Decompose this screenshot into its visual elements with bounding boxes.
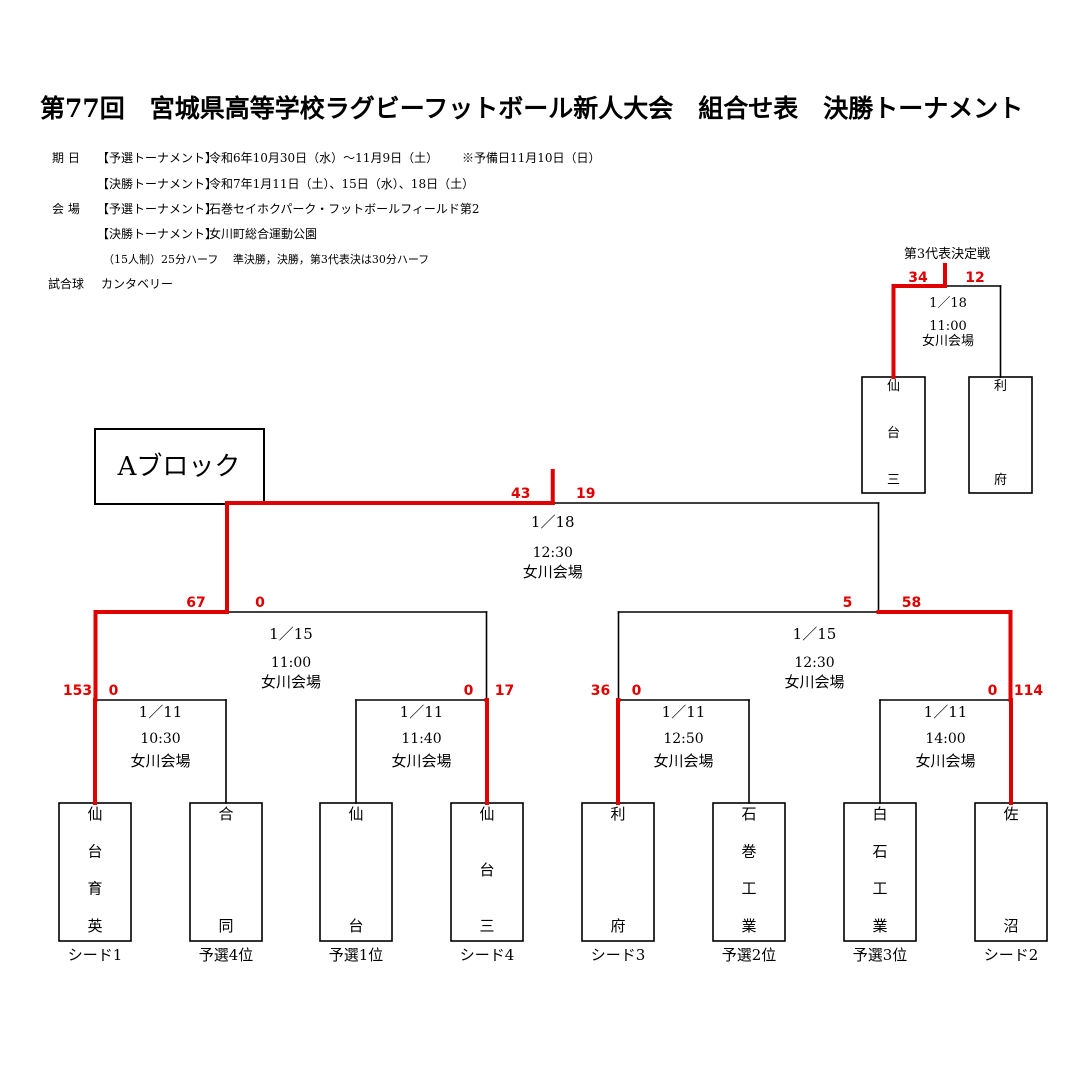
match-date: 1／18 [929, 296, 967, 311]
final-label-2: 【決勝トーナメント】 [97, 226, 217, 241]
team-name-char: 台 [348, 917, 363, 935]
period-prelim: 令和6年10月30日（水）～11月9日（土） [209, 150, 438, 165]
team-seed: シード1 [68, 946, 123, 964]
team-name-char: 沼 [1003, 917, 1018, 935]
team-name-char: 三 [479, 917, 494, 935]
team-name-char: 石 [872, 842, 887, 860]
score-left: 34 [908, 270, 928, 286]
team-name-char: 工 [872, 880, 887, 898]
venue-label: 会 場 [52, 202, 80, 216]
winner-path-lines [93, 263, 1013, 805]
score-left: 67 [186, 595, 205, 611]
third-place-label: 第3代表決定戦 [904, 247, 990, 262]
team-seed: 予選4位 [199, 946, 254, 964]
match-date: 1／11 [139, 703, 183, 721]
team-seed: シード3 [591, 946, 646, 964]
score-left: 43 [511, 486, 530, 502]
team-name-char: 仙 [348, 805, 363, 823]
score-left: 36 [591, 683, 610, 699]
team-name-char: 合 [218, 805, 233, 823]
match-date: 1／11 [400, 703, 444, 721]
team-name-char: 仙 [479, 805, 494, 823]
match-date: 1／15 [269, 625, 313, 643]
score-right: 12 [965, 270, 984, 286]
team-seed: 予選1位 [329, 946, 384, 964]
match-date: 1／11 [924, 703, 968, 721]
team-seed: 予選2位 [722, 946, 777, 964]
score-left: 0 [464, 683, 474, 699]
team-name-char: 府 [994, 473, 1007, 488]
match-venue: 女川会場 [922, 333, 974, 349]
team-name-char: 業 [741, 917, 756, 935]
venue-prelim: 石巻セイホクパーク・フットボールフィールド第2 [209, 202, 480, 216]
match-time: 10:30 [140, 731, 180, 747]
team-name-char: 利 [994, 379, 1007, 394]
team-name-char: 佐 [1003, 805, 1018, 823]
prelim-label-1: 【予選トーナメント】 [97, 151, 217, 165]
match-time: 12:30 [533, 545, 573, 561]
score-right: 0 [255, 595, 265, 611]
match-venue: 女川会場 [261, 673, 321, 691]
page-title: 第77回 宮城県高等学校ラグビーフットボール新人大会 組合せ表 決勝トーナメント [40, 94, 1023, 123]
match-time: 12:30 [794, 655, 834, 671]
period-final: 令和7年1月11日（土）、15日（水）、18日（土） [209, 176, 474, 191]
team-name-char: 英 [87, 917, 102, 935]
team-seed: 予選3位 [853, 946, 908, 964]
reserve-day: ※予備日11月10日（日） [462, 150, 601, 165]
team-name-char: 台 [479, 861, 494, 879]
team-name-char: 台 [887, 426, 900, 441]
match-rules: （15人制）25分ハーフ 準決勝，決勝，第3代表決は30分ハーフ [103, 252, 429, 266]
match-venue: 女川会場 [915, 752, 975, 770]
prelim-label-2: 【予選トーナメント】 [97, 202, 217, 216]
score-right: 0 [632, 683, 642, 699]
venue-final: 女川町総合運動公園 [209, 226, 317, 241]
team-name-char: 仙 [887, 379, 900, 394]
final-label-1: 【決勝トーナメント】 [97, 176, 217, 191]
score-right: 114 [1014, 683, 1043, 699]
team-name-char: 業 [872, 917, 887, 935]
score-left: 0 [988, 683, 998, 699]
ball-name: カンタベリー [101, 277, 173, 291]
ball-label: 試合球 [48, 276, 84, 291]
bracket-text: 仙台育英シード1合同予選4位仙台予選1位仙台三シード4利府シード3石巻工業予選2… [63, 247, 1043, 964]
team-name-char: 仙 [87, 805, 102, 823]
match-time: 11:00 [271, 655, 311, 671]
team-name-char: 利 [610, 805, 625, 823]
match-venue: 女川会場 [653, 752, 713, 770]
score-left: 153 [63, 683, 92, 699]
match-venue: 女川会場 [391, 752, 451, 770]
period-label: 期 日 [52, 151, 80, 165]
match-time: 14:00 [925, 731, 965, 747]
match-time: 12:50 [663, 731, 703, 747]
score-right: 58 [902, 595, 921, 611]
team-name-char: 三 [887, 473, 900, 488]
team-name-char: 白 [872, 805, 887, 823]
team-name-char: 石 [741, 805, 756, 823]
team-seed: シード2 [984, 946, 1039, 964]
match-time: 11:00 [929, 319, 966, 334]
match-time: 11:40 [401, 731, 441, 747]
match-venue: 女川会場 [784, 673, 844, 691]
team-name-char: 巻 [741, 842, 756, 860]
match-venue: 女川会場 [523, 563, 583, 581]
score-right: 19 [576, 486, 595, 502]
match-date: 1／15 [793, 625, 837, 643]
match-venue: 女川会場 [130, 752, 190, 770]
block-label-box [94, 428, 265, 505]
team-name-char: 府 [610, 917, 625, 935]
match-date: 1／11 [662, 703, 706, 721]
team-seed: シード4 [460, 946, 515, 964]
block-label: Aブロック [117, 452, 241, 482]
score-right: 0 [109, 683, 119, 699]
team-name-char: 台 [87, 842, 102, 860]
team-name-char: 工 [741, 880, 756, 898]
score-left: 5 [843, 595, 853, 611]
match-date: 1／18 [531, 513, 575, 531]
team-name-char: 同 [218, 917, 233, 935]
bracket-lines [58, 285, 1048, 942]
score-right: 17 [495, 683, 514, 699]
team-name-char: 育 [87, 880, 102, 898]
